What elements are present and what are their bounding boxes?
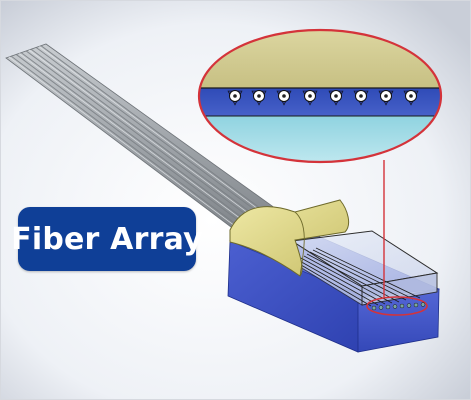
fiber-array-label-text: Fiber Array <box>11 221 203 257</box>
fiber-cores <box>227 90 419 106</box>
end-face-cores <box>371 302 426 311</box>
fiber-ribbon <box>5 43 301 246</box>
highlight-ellipse <box>366 296 428 316</box>
fiber-array-block <box>227 199 441 353</box>
fiber-array-label: Fiber Array <box>11 207 203 271</box>
